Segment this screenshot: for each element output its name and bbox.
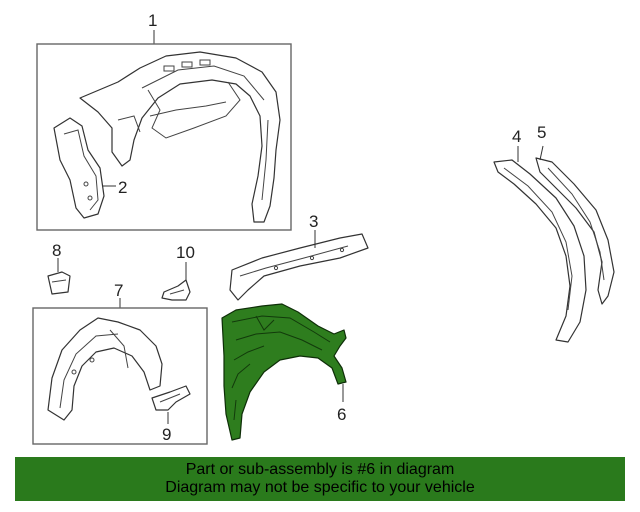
part-1-quarter-inner[interactable] bbox=[79, 51, 281, 223]
callout-7[interactable]: 7 bbox=[114, 281, 123, 300]
banner-line-1: Part or sub-assembly is #6 in diagram bbox=[185, 461, 455, 478]
part-7-wheelhouse-outer[interactable] bbox=[47, 317, 163, 421]
part-2-bracket[interactable] bbox=[53, 117, 105, 219]
part-9-bracket[interactable] bbox=[151, 385, 191, 411]
callout-8[interactable]: 8 bbox=[52, 241, 61, 260]
group-1: 1 2 bbox=[36, 11, 292, 231]
part-6-wheelhouse-inner-highlighted[interactable] bbox=[221, 303, 347, 441]
group-1-box bbox=[36, 43, 292, 231]
part-5-pillar-outer[interactable] bbox=[535, 157, 615, 305]
parts-diagram: 1 2 3 bbox=[32, 11, 615, 445]
group-7: 7 9 bbox=[32, 281, 208, 445]
callout-2[interactable]: 2 bbox=[118, 178, 127, 197]
callout-9[interactable]: 9 bbox=[162, 425, 171, 444]
info-banner: Part or sub-assembly is #6 in diagram Di… bbox=[15, 457, 625, 501]
part-10-bracket[interactable] bbox=[161, 279, 191, 301]
callout-10[interactable]: 10 bbox=[176, 243, 195, 262]
callout-4[interactable]: 4 bbox=[512, 127, 521, 146]
group-7-box bbox=[32, 307, 208, 445]
part-3-reinforcement[interactable] bbox=[229, 233, 369, 301]
part-4-pillar-inner[interactable] bbox=[493, 159, 587, 343]
callout-3[interactable]: 3 bbox=[309, 212, 318, 231]
part-8-clip[interactable] bbox=[47, 271, 71, 295]
banner-line-2: Diagram may not be specific to your vehi… bbox=[165, 479, 475, 496]
callout-1[interactable]: 1 bbox=[148, 11, 157, 30]
leader-5 bbox=[539, 145, 544, 161]
callout-5[interactable]: 5 bbox=[537, 123, 546, 142]
callout-6[interactable]: 6 bbox=[337, 405, 346, 424]
